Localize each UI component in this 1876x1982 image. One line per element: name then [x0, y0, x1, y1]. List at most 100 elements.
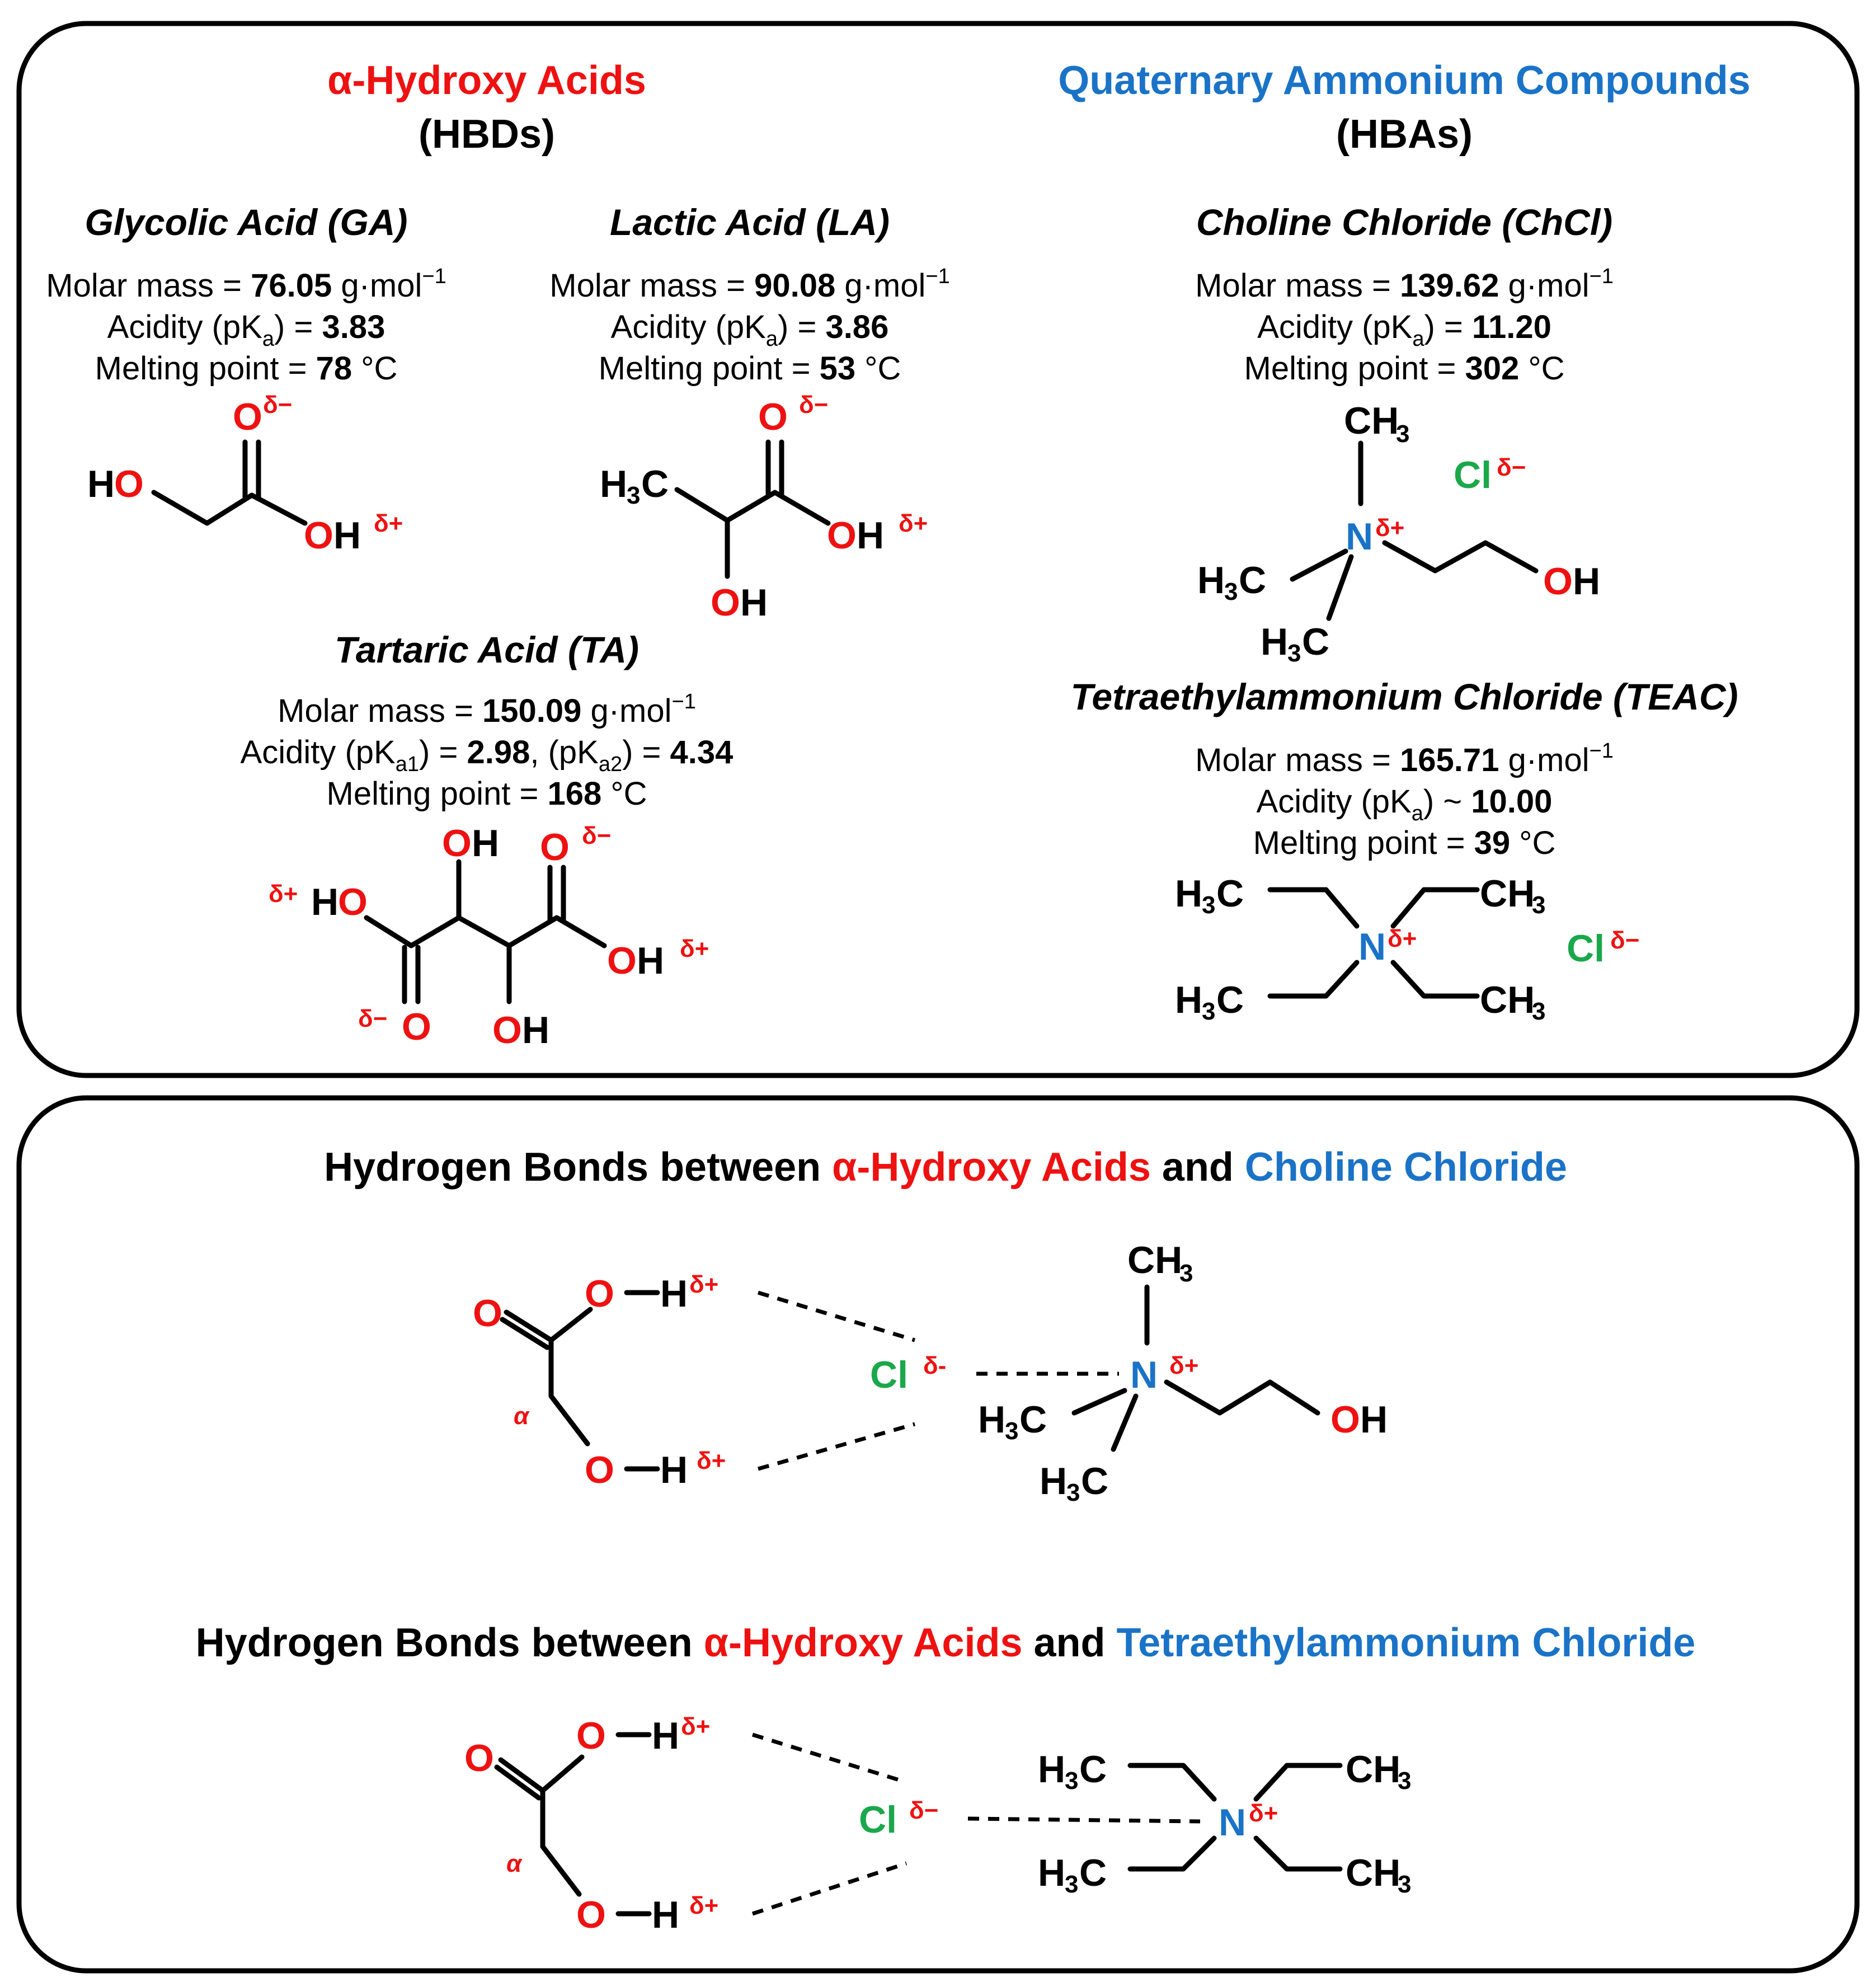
svg-text:C: C [1079, 1748, 1107, 1791]
svg-text:O: O [304, 514, 333, 557]
svg-text:O: O [1330, 1398, 1360, 1441]
svg-text:δ-: δ- [923, 1352, 946, 1379]
ga-name: Glycolic Acid (GA) [85, 201, 408, 243]
svg-text:H: H [600, 463, 627, 505]
hbd-subtitle: (HBDs) [419, 112, 555, 157]
hbd-title: α-Hydroxy Acids [327, 58, 646, 103]
svg-text:δ−: δ− [799, 391, 828, 419]
hb-teac-heading: Hydrogen Bonds between α-Hydroxy Acids a… [196, 1621, 1696, 1665]
svg-text:Cl: Cl [1454, 454, 1492, 496]
la-mass: Molar mass = 90.08 g·mol−1 [549, 265, 949, 304]
svg-text:δ+: δ+ [374, 510, 403, 537]
svg-text:O: O [607, 940, 637, 982]
svg-text:H: H [652, 1894, 679, 1936]
svg-text:O: O [585, 1272, 614, 1315]
svg-text:3: 3 [1224, 578, 1238, 605]
svg-text:H: H [472, 822, 499, 865]
svg-text:CH: CH [1480, 979, 1535, 1021]
svg-text:3: 3 [627, 482, 640, 509]
svg-text:C: C [1216, 979, 1244, 1021]
svg-text:3: 3 [1287, 640, 1301, 667]
svg-text:H: H [1038, 1852, 1065, 1894]
top-panel-frame [16, 21, 1860, 1078]
svg-text:O: O [402, 1006, 431, 1048]
svg-text:δ+: δ+ [680, 935, 709, 962]
svg-text:H: H [660, 1272, 688, 1315]
la-melting: Melting point = 53 °C [599, 350, 901, 387]
svg-text:H: H [1175, 872, 1202, 915]
ga-acidity: Acidity (pKa) = 3.83 [107, 309, 385, 351]
svg-text:3: 3 [1398, 1767, 1411, 1795]
svg-text:3: 3 [1532, 998, 1545, 1025]
svg-text:3: 3 [1398, 1871, 1411, 1898]
ta-acidity: Acidity (pKa1) = 2.98, (pKa2) = 4.34 [241, 734, 734, 776]
la-block: Lactic Acid (LA) Molar mass = 90.08 g·mo… [549, 201, 949, 624]
svg-text:3: 3 [1202, 891, 1215, 919]
svg-text:H: H [87, 463, 115, 505]
teac-acidity: Acidity (pKa) ~ 10.00 [1257, 783, 1553, 825]
svg-text:H: H [1573, 560, 1600, 603]
svg-text:δ+: δ+ [681, 1713, 710, 1740]
ta-mass: Molar mass = 150.09 g·mol−1 [278, 690, 696, 729]
svg-text:H: H [1040, 1460, 1067, 1502]
svg-text:H: H [1175, 979, 1202, 1021]
svg-text:3: 3 [1396, 420, 1409, 448]
svg-text:C: C [1216, 872, 1244, 915]
hba-title: Quaternary Ammonium Compounds [1058, 58, 1750, 103]
svg-text:H: H [857, 514, 884, 557]
svg-text:δ−: δ− [1610, 927, 1639, 954]
svg-text:δ−: δ− [1497, 454, 1526, 481]
svg-text:δ+: δ+ [1375, 514, 1404, 542]
svg-text:N: N [1130, 1354, 1158, 1396]
chcl-block: Choline Chloride (ChCl) Molar mass = 139… [1195, 201, 1614, 667]
svg-text:O: O [338, 881, 368, 923]
teac-melting: Melting point = 39 °C [1253, 825, 1556, 861]
svg-text:N: N [1346, 515, 1373, 558]
svg-text:3: 3 [1179, 1260, 1193, 1287]
svg-text:δ+: δ+ [1249, 1800, 1278, 1827]
la-acidity: Acidity (pKa) = 3.86 [611, 309, 889, 351]
ta-name: Tartaric Acid (TA) [335, 629, 639, 670]
svg-text:C: C [1019, 1398, 1047, 1441]
chcl-melting: Melting point = 302 °C [1244, 350, 1565, 387]
svg-text:3: 3 [1005, 1417, 1018, 1445]
svg-text:O: O [464, 1737, 494, 1779]
la-name: Lactic Acid (LA) [610, 201, 890, 243]
svg-text:α: α [514, 1402, 530, 1430]
svg-text:δ+: δ+ [689, 1892, 718, 1919]
svg-text:O: O [576, 1715, 606, 1757]
svg-text:CH: CH [1344, 400, 1399, 442]
svg-text:N: N [1219, 1801, 1246, 1844]
ta-melting: Melting point = 168 °C [327, 776, 647, 812]
svg-text:δ+: δ+ [1169, 1352, 1198, 1379]
svg-text:3: 3 [1065, 1767, 1078, 1795]
svg-text:H: H [1038, 1748, 1065, 1791]
svg-text:H: H [637, 940, 664, 982]
svg-text:H: H [1261, 621, 1288, 663]
svg-text:δ+: δ+ [697, 1447, 726, 1474]
chcl-mass: Molar mass = 139.62 g·mol−1 [1195, 265, 1614, 304]
svg-text:H: H [660, 1449, 688, 1491]
svg-text:Cl: Cl [870, 1354, 908, 1396]
svg-text:3: 3 [1065, 1871, 1078, 1898]
svg-text:O: O [540, 826, 570, 868]
svg-text:N: N [1358, 926, 1386, 968]
chcl-acidity: Acidity (pKa) = 11.20 [1257, 309, 1551, 351]
svg-text:δ+: δ+ [689, 1271, 718, 1298]
chcl-name: Choline Chloride (ChCl) [1196, 201, 1612, 243]
svg-text:O: O [576, 1894, 606, 1936]
svg-text:δ−: δ− [909, 1797, 938, 1824]
svg-text:O: O [492, 1009, 522, 1051]
svg-text:Cl: Cl [859, 1798, 897, 1841]
svg-text:C: C [1239, 559, 1266, 602]
svg-text:δ+: δ+ [1388, 925, 1417, 952]
svg-text:O: O [827, 514, 857, 557]
svg-text:α: α [506, 1850, 523, 1877]
svg-text:H: H [311, 881, 338, 923]
svg-text:O: O [473, 1292, 502, 1335]
